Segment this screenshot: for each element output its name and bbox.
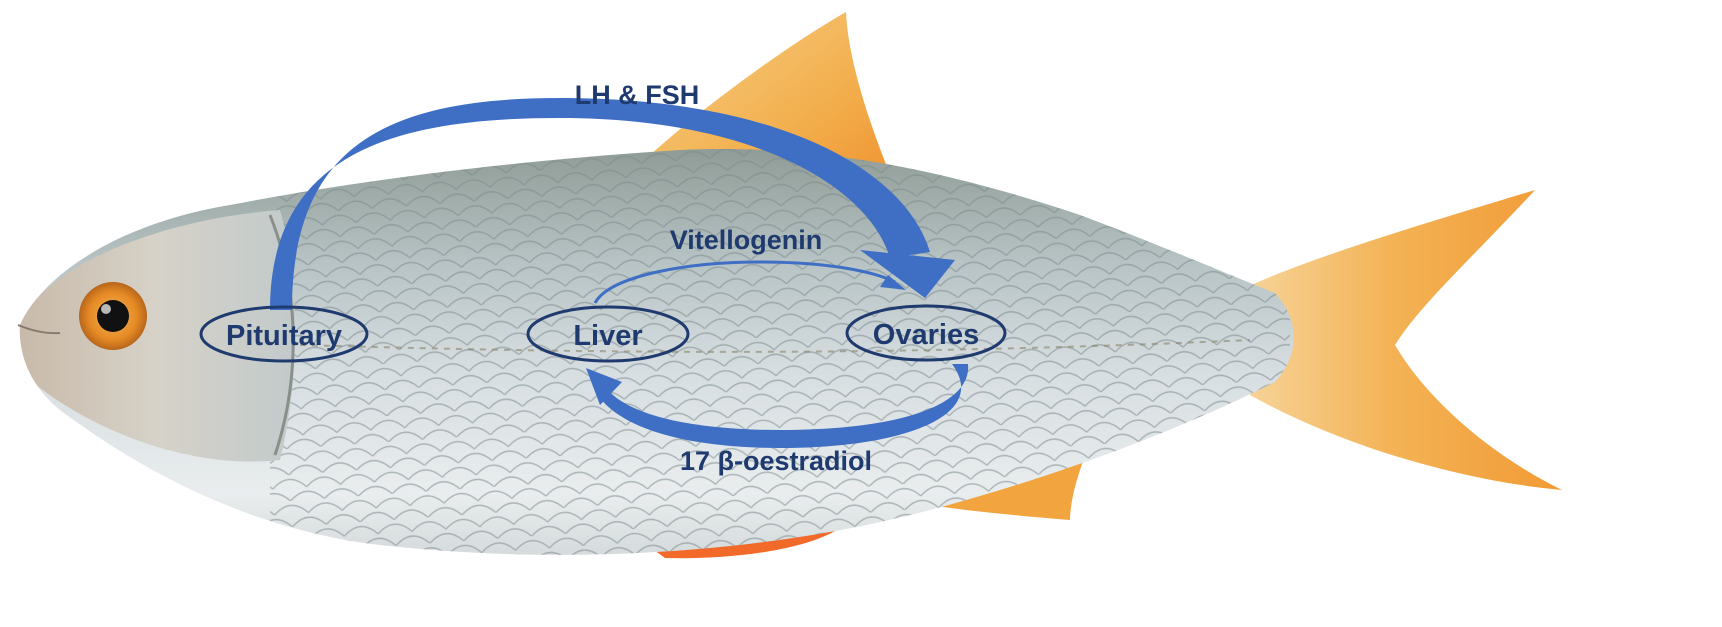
oestradiol-label: 17 β-oestradiol [680,446,872,476]
pituitary-label: Pituitary [226,320,342,352]
liver-label: Liver [573,320,642,352]
fish-illustration [15,12,1562,580]
vitellogenin-label: Vitellogenin [670,225,823,255]
lh-fsh-label: LH & FSH [575,80,700,110]
ovaries-label: Ovaries [873,319,979,351]
